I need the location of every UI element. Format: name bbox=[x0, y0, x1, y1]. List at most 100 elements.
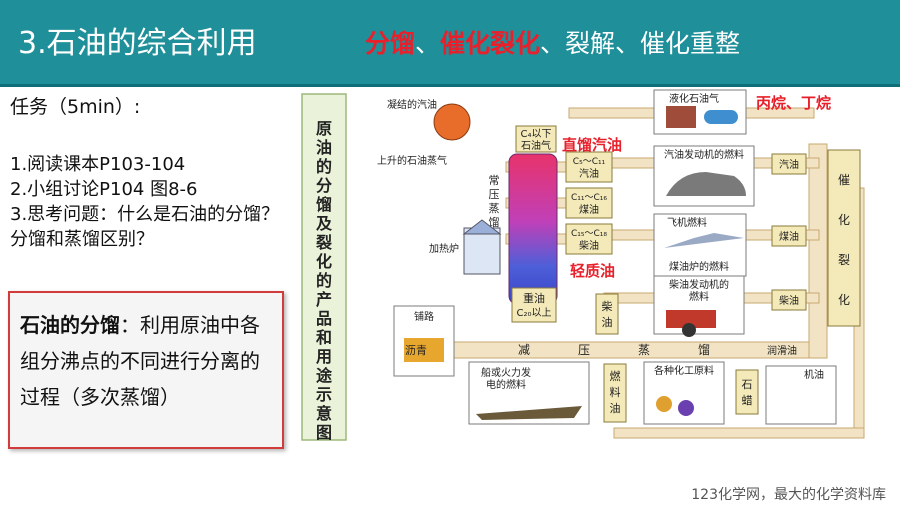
frac2-label: 煤油 bbox=[579, 203, 599, 216]
tower-label-char: 常 bbox=[489, 174, 500, 187]
fuel-oil-char: 燃 bbox=[610, 369, 621, 383]
road-roller-image bbox=[404, 338, 444, 362]
petroleum-diagram: 原 油 的 分 馏 及 裂 化 的 产 品 和 用 途 示 意 图 C₄以下 石… bbox=[301, 89, 865, 442]
side-diesel-box bbox=[595, 293, 619, 335]
vertical-title-char: 馏 bbox=[316, 195, 332, 214]
out-kerosene-box bbox=[771, 225, 807, 247]
tractor-wheel-icon bbox=[682, 323, 696, 337]
ship-image bbox=[476, 406, 582, 420]
topic-fractional-distillation: 分馏 bbox=[365, 29, 416, 58]
paving-label: 铺路 bbox=[414, 310, 434, 323]
car-fuel-label: 汽油发动机的燃料 bbox=[664, 148, 744, 161]
cracking-char: 化 bbox=[838, 213, 850, 227]
vertical-title-char: 的 bbox=[316, 271, 332, 290]
task-steps: 1.阅读课本P103-104 2.小组讨论P104 图8-6 3.思考问题：什么… bbox=[10, 152, 290, 252]
distillation-tower bbox=[508, 153, 558, 305]
tower-label-char: 压 bbox=[489, 188, 500, 201]
condensed-gasoline-label: 凝结的汽油 bbox=[387, 98, 437, 111]
out-diesel-label: 柴油 bbox=[779, 294, 799, 307]
side-diesel-char: 柴 bbox=[602, 299, 613, 313]
definition-term: 石油的分馏 bbox=[20, 313, 120, 337]
vertical-title-char: 产 bbox=[316, 290, 332, 309]
footer-watermark: 123化学网，最大的化学资料库 bbox=[691, 487, 886, 503]
tower-label-char: 馏 bbox=[489, 215, 500, 229]
out-gasoline-box bbox=[771, 153, 807, 175]
vertical-title-char: 用 bbox=[316, 347, 332, 366]
cracking-vertical-pipe bbox=[808, 143, 828, 359]
vacuum-char: 减 bbox=[518, 343, 530, 357]
vertical-title-char: 意 bbox=[316, 404, 332, 423]
chem-flask-image bbox=[678, 400, 694, 416]
bottom-return-pipe bbox=[613, 427, 865, 439]
heavy-oil-box bbox=[511, 287, 557, 323]
definition-text: ：利用原油中各组分沸点的不同进行分离的过程（多次蒸馏） bbox=[20, 313, 260, 409]
fuel-oil-box bbox=[603, 363, 627, 423]
topic-heading: 分馏、催化裂化、裂解、催化重整 bbox=[365, 24, 740, 60]
vertical-title-char: 及 bbox=[316, 214, 333, 233]
machine-oil-label: 机油 bbox=[804, 368, 824, 381]
side-diesel-char: 油 bbox=[602, 315, 613, 329]
paraffin-char: 蜡 bbox=[742, 394, 753, 407]
vertical-title-char: 品 bbox=[316, 309, 332, 328]
vertical-title-char: 图 bbox=[316, 423, 332, 442]
frac3-label: 柴油 bbox=[579, 239, 599, 252]
heavy-oil-sub: C₂₀以上 bbox=[517, 307, 552, 319]
lpg-label: 液化石油气 bbox=[669, 92, 719, 105]
cracking-char: 裂 bbox=[838, 253, 850, 267]
tractor-image bbox=[666, 310, 716, 328]
frac3-range: C₁₅～C₁₈ bbox=[571, 229, 607, 239]
topic-others: 、裂解、催化重整 bbox=[540, 29, 741, 58]
lube-label: 润滑油 bbox=[767, 344, 797, 357]
car-image bbox=[666, 172, 746, 196]
vertical-title-char: 原 bbox=[316, 119, 332, 138]
vacuum-char: 压 bbox=[578, 343, 590, 357]
diesel-engine-label2: 燃料 bbox=[689, 290, 709, 303]
task-title: 任务（5min）: bbox=[10, 96, 141, 118]
annotation-light-oil: 轻质油 bbox=[570, 262, 615, 280]
vertical-title-char: 分 bbox=[316, 176, 332, 195]
ship-fuel-label2: 电的燃料 bbox=[486, 378, 526, 391]
definition-box: 石油的分馏：利用原油中各组分沸点的不同进行分离的过程（多次蒸馏） bbox=[8, 291, 284, 449]
heater-furnace bbox=[463, 227, 501, 275]
frac2-range: C₁₁～C₁₆ bbox=[571, 193, 607, 203]
fuel-oil-char: 料 bbox=[610, 385, 621, 399]
vertical-title-char: 化 bbox=[316, 252, 332, 271]
vertical-title-char: 和 bbox=[316, 328, 332, 347]
diesel-engine-label: 柴油发动机的 bbox=[669, 278, 729, 291]
chem-bottle-image bbox=[656, 396, 672, 412]
plane-panel bbox=[653, 213, 747, 277]
rising-vapor-label: 上升的石油蒸气 bbox=[377, 154, 447, 167]
c4-box bbox=[515, 125, 557, 153]
vertical-title-char: 示 bbox=[316, 385, 332, 404]
frac1-box bbox=[565, 151, 613, 183]
cracking-char: 化 bbox=[838, 293, 850, 307]
lpg-cylinder-image bbox=[704, 110, 738, 124]
plane-image bbox=[664, 233, 744, 248]
vacuum-char: 蒸 bbox=[638, 343, 650, 357]
cracking-char: 催 bbox=[838, 173, 850, 187]
c4-label: C₄以下 bbox=[521, 129, 552, 140]
task-step-2: 2.小组讨论P104 图8-6 bbox=[10, 179, 198, 200]
paraffin-box bbox=[735, 369, 759, 415]
out-gasoline-label: 汽油 bbox=[779, 158, 799, 171]
plane-fuel-label: 飞机燃料 bbox=[667, 216, 707, 229]
ship-fuel-label: 船或火力发 bbox=[481, 366, 531, 379]
out-diesel-box bbox=[771, 289, 807, 311]
frac3-box bbox=[565, 223, 613, 255]
heavy-oil-label: 重油 bbox=[523, 291, 545, 305]
vacuum-char: 馏 bbox=[698, 343, 710, 357]
task-step-1: 1.阅读课本P103-104 bbox=[10, 154, 186, 175]
frac2-box bbox=[565, 187, 613, 219]
chem-label: 各种化工原料 bbox=[654, 364, 714, 377]
vertical-title-char: 途 bbox=[316, 366, 333, 385]
vertical-title-char: 油 bbox=[316, 138, 332, 157]
frac1-range: C₅～C₁₁ bbox=[573, 157, 606, 167]
vacuum-pipe bbox=[403, 341, 825, 359]
vertical-title-char: 裂 bbox=[315, 233, 332, 252]
topic-separator: 、 bbox=[415, 29, 441, 58]
heater-label: 加热炉 bbox=[429, 242, 459, 255]
lpg-tank-image bbox=[666, 106, 696, 128]
asphalt-label: 沥青 bbox=[405, 344, 427, 357]
paraffin-char: 石 bbox=[742, 378, 753, 391]
cracking-box bbox=[827, 149, 861, 327]
